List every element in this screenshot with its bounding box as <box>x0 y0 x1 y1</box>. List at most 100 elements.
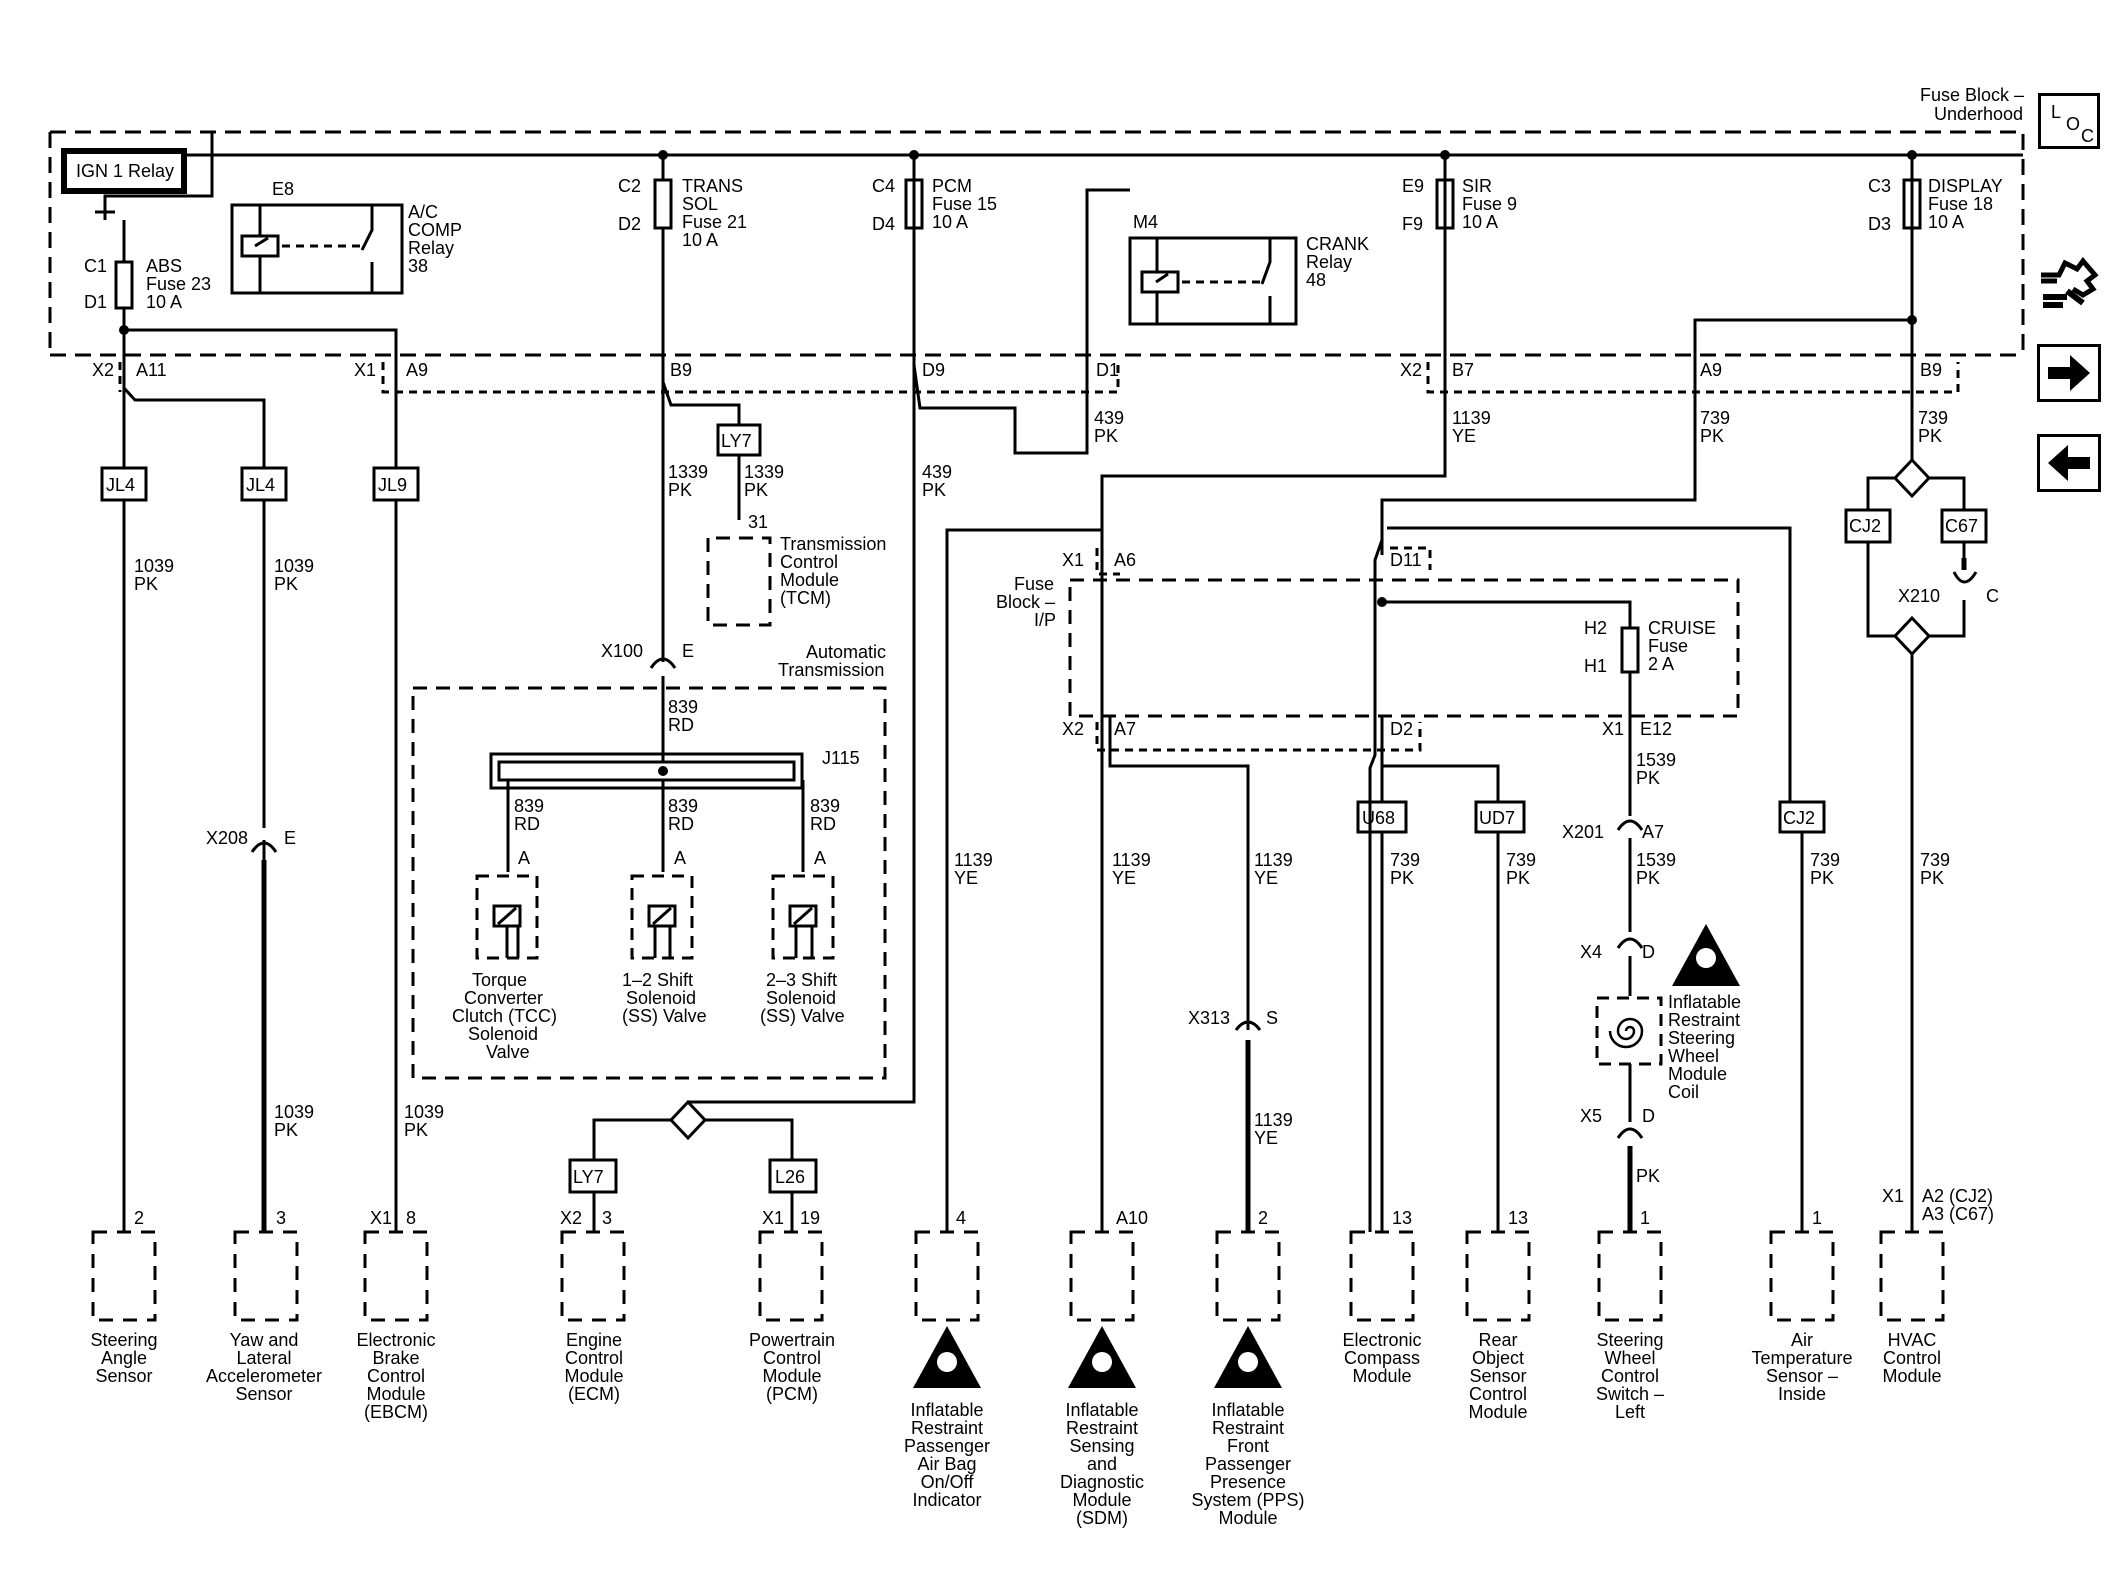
ac-relay-line-4: 38 <box>408 256 428 276</box>
ss12-solenoid-line: Solenoid <box>626 988 696 1008</box>
wire-label: 1039 <box>404 1102 444 1122</box>
wire-label: RD <box>810 814 836 834</box>
module-pin: 1 <box>1812 1208 1822 1228</box>
trans-sol-fuse <box>653 178 673 230</box>
tcc-solenoid-line: Valve <box>486 1042 530 1062</box>
fuse-block-underhood-label-2: Underhood <box>1934 104 2023 124</box>
pcm-fuse-top: C4 <box>872 176 895 196</box>
tcm-module <box>706 536 772 627</box>
tcm-line-4: (TCM) <box>780 588 831 608</box>
wire-label: PK <box>1918 426 1942 446</box>
conn-ip-a7: A7 <box>1114 719 1136 739</box>
tcc-solenoid-line: Converter <box>464 988 543 1008</box>
module-name-line: Sensor <box>1469 1366 1526 1386</box>
wire-label: 1539 <box>1636 750 1676 770</box>
cruise-fuse <box>1620 626 1640 674</box>
conn-x2-right: X2 <box>1400 360 1422 380</box>
x5-label: X5 <box>1580 1106 1602 1126</box>
wire-label: 1039 <box>134 556 174 576</box>
wire-label: YE <box>1254 1128 1278 1148</box>
wire-label: PK <box>1390 868 1414 888</box>
module-pin: A10 <box>1116 1208 1148 1228</box>
crank-relay-line-1: CRANK <box>1306 234 1369 254</box>
trans-fuse-top: C2 <box>618 176 641 196</box>
x208-pin: E <box>284 828 296 848</box>
ac-comp-relay <box>230 203 404 295</box>
display-fuse-line-1: DISPLAY <box>1928 176 2003 196</box>
schematic-nav-icon[interactable] <box>2037 256 2101 314</box>
module-name-line: Sensor <box>95 1366 152 1386</box>
fuse-block-underhood-label: Fuse Block – <box>1920 85 2024 105</box>
module-name-line: Sensor – <box>1766 1366 1838 1386</box>
module-conn: X1 <box>1882 1186 1904 1206</box>
conn-ip-d11: D11 <box>1390 550 1422 570</box>
ign-1-relay-box <box>61 148 187 194</box>
module-name-line: Control <box>763 1348 821 1368</box>
wire-label: PK <box>744 480 768 500</box>
fuse-block-ip-label-3: I/P <box>1034 610 1056 630</box>
x313-label: X313 <box>1188 1008 1230 1028</box>
wire-label: 739 <box>1920 850 1950 870</box>
cruise-fuse-line-1: CRUISE <box>1648 618 1716 638</box>
previous-page-button[interactable] <box>2037 434 2101 492</box>
module-name-line: Control <box>367 1366 425 1386</box>
crank-relay-cavity: M4 <box>1133 212 1158 232</box>
abs-fuse <box>114 260 134 310</box>
splice-ly7-a-label: LY7 <box>721 431 752 451</box>
module-name-line: and <box>1087 1454 1117 1474</box>
x100-pin: E <box>682 641 694 661</box>
ac-relay-line-2: COMP <box>408 220 462 240</box>
tcc-solenoid-line: Solenoid <box>468 1024 538 1044</box>
splice-pack-j115 <box>489 752 804 790</box>
splice-jl9-label: JL9 <box>378 475 407 495</box>
module-name-line: Powertrain <box>749 1330 835 1350</box>
module-name-line: (SDM) <box>1076 1508 1128 1528</box>
conn-a11: A11 <box>136 360 167 380</box>
x5-pin: D <box>1642 1106 1655 1126</box>
wire-label: PK <box>922 480 946 500</box>
trans-fuse-line-2: SOL <box>682 194 718 214</box>
module-name-line: Sensing <box>1069 1436 1134 1456</box>
wire-label: 839 <box>668 796 698 816</box>
x201-label: X201 <box>1562 822 1604 842</box>
coil-label-line: Wheel <box>1668 1046 1719 1066</box>
conn-ip-x2: X2 <box>1062 719 1084 739</box>
splice-l26-label: L26 <box>775 1167 805 1187</box>
loc-letter-o: O <box>2066 114 2081 134</box>
conn-ip-x1: X1 <box>1062 550 1084 570</box>
wire-label: RD <box>514 814 540 834</box>
module-name-line: Module <box>564 1366 623 1386</box>
hvac-pin-cj2: A2 (CJ2) <box>1922 1186 1993 1206</box>
module-name-line: Module <box>366 1384 425 1404</box>
wire-label: PK <box>1636 868 1660 888</box>
x208-label: X208 <box>206 828 248 848</box>
module-name-line: Module <box>1882 1366 1941 1386</box>
wire-label: 739 <box>1390 850 1420 870</box>
wire-label: PK <box>404 1120 428 1140</box>
wire-label: PK <box>274 574 298 594</box>
ac-relay-line-1: A/C <box>408 202 438 222</box>
module-pin: 2 <box>134 1208 144 1228</box>
module-boxes <box>91 1230 1945 1322</box>
splice-u68-label: U68 <box>1362 808 1395 828</box>
splice-cj2-a-label: CJ2 <box>1849 516 1881 536</box>
conn-a9-right: A9 <box>1700 360 1722 380</box>
loc-icon[interactable]: L O C <box>2038 93 2100 149</box>
wire-label: 1339 <box>744 462 784 482</box>
wire-label: 839 <box>810 796 840 816</box>
sir-fuse-top: E9 <box>1402 176 1424 196</box>
sir-fuse-bottom: F9 <box>1402 214 1423 234</box>
next-page-button[interactable] <box>2037 344 2101 402</box>
module-pin: 4 <box>956 1208 966 1228</box>
fuse-block-underhood-outline <box>48 130 2025 355</box>
module-name-line: On/Off <box>921 1472 975 1492</box>
module-pin: 19 <box>800 1208 820 1228</box>
crank-relay <box>1128 236 1298 326</box>
sir-fuse-line-2: Fuse 9 <box>1462 194 1517 214</box>
auto-trans-label-1: Automatic <box>806 642 886 662</box>
module-conn: X1 <box>762 1208 784 1228</box>
wire-label: PK <box>1920 868 1944 888</box>
loc-letter-c: C <box>2081 126 2094 146</box>
wire-label: PK <box>1810 868 1834 888</box>
